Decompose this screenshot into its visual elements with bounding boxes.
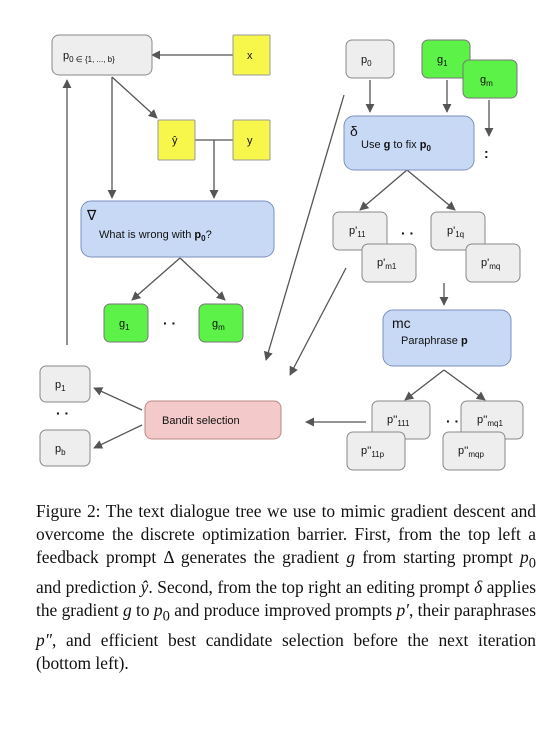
svg-text:p1: p1: [55, 379, 66, 393]
svg-text:p'mq: p'mq: [481, 257, 500, 271]
yhat-node: ŷ: [157, 119, 196, 161]
pp1q-node: p'1q: [430, 211, 486, 251]
p0-top-node: p0: [345, 39, 395, 79]
svg-text:Bandit selection: Bandit selection: [162, 415, 240, 427]
gm-right-node: gm: [462, 59, 518, 99]
pb-node: pb: [39, 429, 91, 467]
figure-caption: Figure 2: The text dialogue tree we use …: [36, 501, 537, 674]
svg-text:What is wrong with p0?: What is wrong with p0?: [99, 229, 212, 243]
ellipsis-pp: · ·: [401, 225, 414, 241]
svg-text:p0 ∈ {1, ..., b}: p0 ∈ {1, ..., b}: [63, 50, 115, 64]
p1-node: p1: [39, 365, 91, 403]
svg-text:p''111: p''111: [387, 414, 410, 428]
ppmq-node: p'mq: [465, 243, 521, 283]
ellipsis-g-left: · ·: [163, 315, 176, 331]
ellipsis-p-candidates: · ·: [56, 405, 69, 421]
svg-text:p''mq1: p''mq1: [477, 414, 503, 428]
pppmqp-node: p''mqp: [442, 431, 506, 471]
svg-text:p'1q: p'1q: [447, 225, 464, 239]
ellipsis-g-right: :: [484, 145, 489, 161]
svg-text:Use g to fix p0: Use g to fix p0: [361, 139, 431, 153]
svg-text:Paraphrase p: Paraphrase p: [401, 335, 468, 347]
ellipsis-ppp: · ·: [446, 413, 459, 429]
svg-text:pb: pb: [55, 443, 66, 457]
svg-text:p''mqp: p''mqp: [458, 445, 484, 459]
p0-all-node: p0 ∈ {1, ..., b}: [51, 34, 153, 76]
gm-left-node: gm: [198, 303, 244, 343]
svg-text:p'm1: p'm1: [377, 257, 397, 271]
svg-text:p0: p0: [361, 54, 372, 68]
svg-text:p''11p: p''11p: [361, 445, 385, 459]
g1-left-node: g1: [103, 303, 149, 343]
mc-paraphrase-node: mc Paraphrase p: [382, 309, 512, 367]
svg-text:ŷ: ŷ: [172, 135, 178, 147]
svg-text:∇: ∇: [86, 207, 97, 223]
nabla-feedback-node: ∇ What is wrong with p0?: [80, 200, 275, 258]
svg-text:δ: δ: [350, 123, 358, 139]
svg-text:mc: mc: [392, 315, 411, 331]
svg-text:y: y: [247, 135, 253, 147]
svg-text:gm: gm: [212, 318, 225, 332]
arrows: [62, 50, 494, 449]
delta-edit-node: δ Use g to fix p0: [343, 115, 475, 171]
ppm1-node: p'm1: [361, 243, 417, 283]
svg-text:gm: gm: [480, 74, 493, 88]
ppp11p-node: p''11p: [346, 431, 406, 471]
dialogue-tree-diagram: p0 ∈ {1, ..., b} x ŷ y ∇ What is wrong w…: [39, 34, 524, 471]
y-node: y: [232, 119, 271, 161]
svg-text:p'11: p'11: [349, 225, 366, 239]
bandit-selection-node: Bandit selection: [144, 400, 282, 440]
svg-text:g1: g1: [437, 54, 448, 68]
g1-right-node: g1: [421, 39, 471, 79]
x-node: x: [232, 34, 271, 76]
svg-text:g1: g1: [119, 318, 130, 332]
figure-label: Figure 2:: [36, 501, 101, 521]
pp11-node: p'11: [332, 211, 388, 251]
svg-text:x: x: [247, 50, 253, 62]
